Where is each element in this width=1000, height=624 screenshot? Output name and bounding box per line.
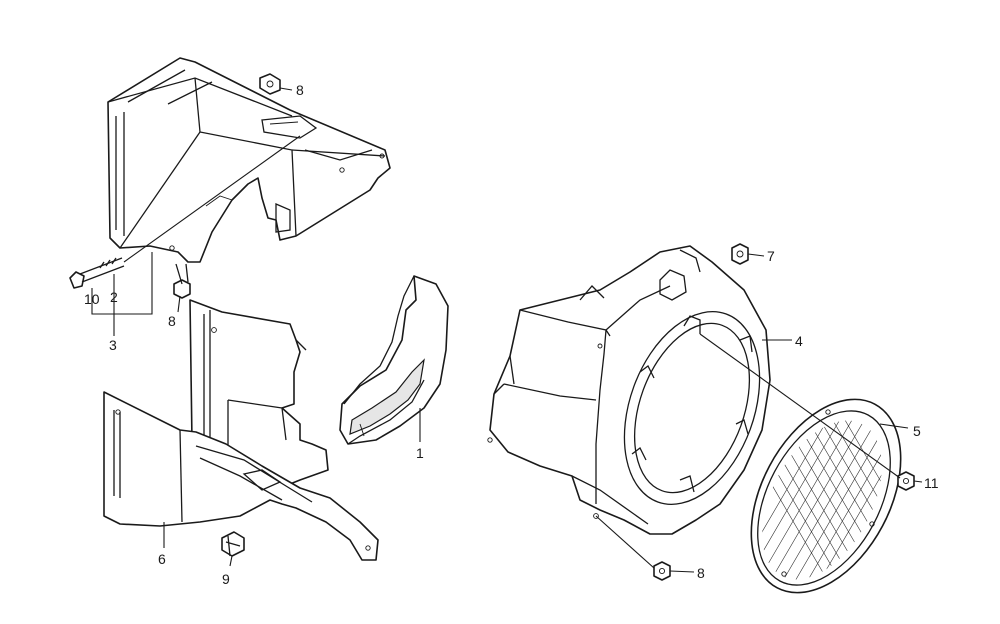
label-part-2: 2 — [110, 289, 118, 305]
bolt-8-top — [259, 73, 281, 95]
label-part-1: 1 — [416, 445, 424, 461]
label-part-10: 10 — [84, 291, 100, 307]
label-part-11: 11 — [924, 475, 939, 491]
fan-cover-screen — [737, 398, 907, 600]
label-part-8-bottom: 8 — [697, 565, 705, 581]
air-guide — [339, 275, 449, 445]
lower-front-cover — [189, 299, 329, 489]
bolt-8-mid — [173, 263, 191, 299]
label-part-3: 3 — [109, 337, 117, 353]
upper-cover — [107, 57, 391, 263]
label-part-8-top: 8 — [296, 82, 304, 98]
label-part-4: 4 — [795, 333, 803, 349]
base-plate — [103, 391, 379, 561]
leader-lines — [91, 87, 923, 573]
bolt-11 — [897, 471, 915, 491]
bolt-8-bottom — [653, 561, 671, 581]
label-part-9: 9 — [222, 571, 230, 587]
bolt-10-with-washer-2 — [69, 257, 125, 289]
label-part-6: 6 — [158, 551, 166, 567]
nut-7 — [731, 243, 749, 265]
clip-9 — [221, 531, 245, 557]
label-part-8-mid: 8 — [168, 313, 176, 329]
label-part-5: 5 — [913, 423, 921, 439]
label-part-7: 7 — [767, 248, 775, 264]
fan-shroud — [487, 245, 771, 535]
